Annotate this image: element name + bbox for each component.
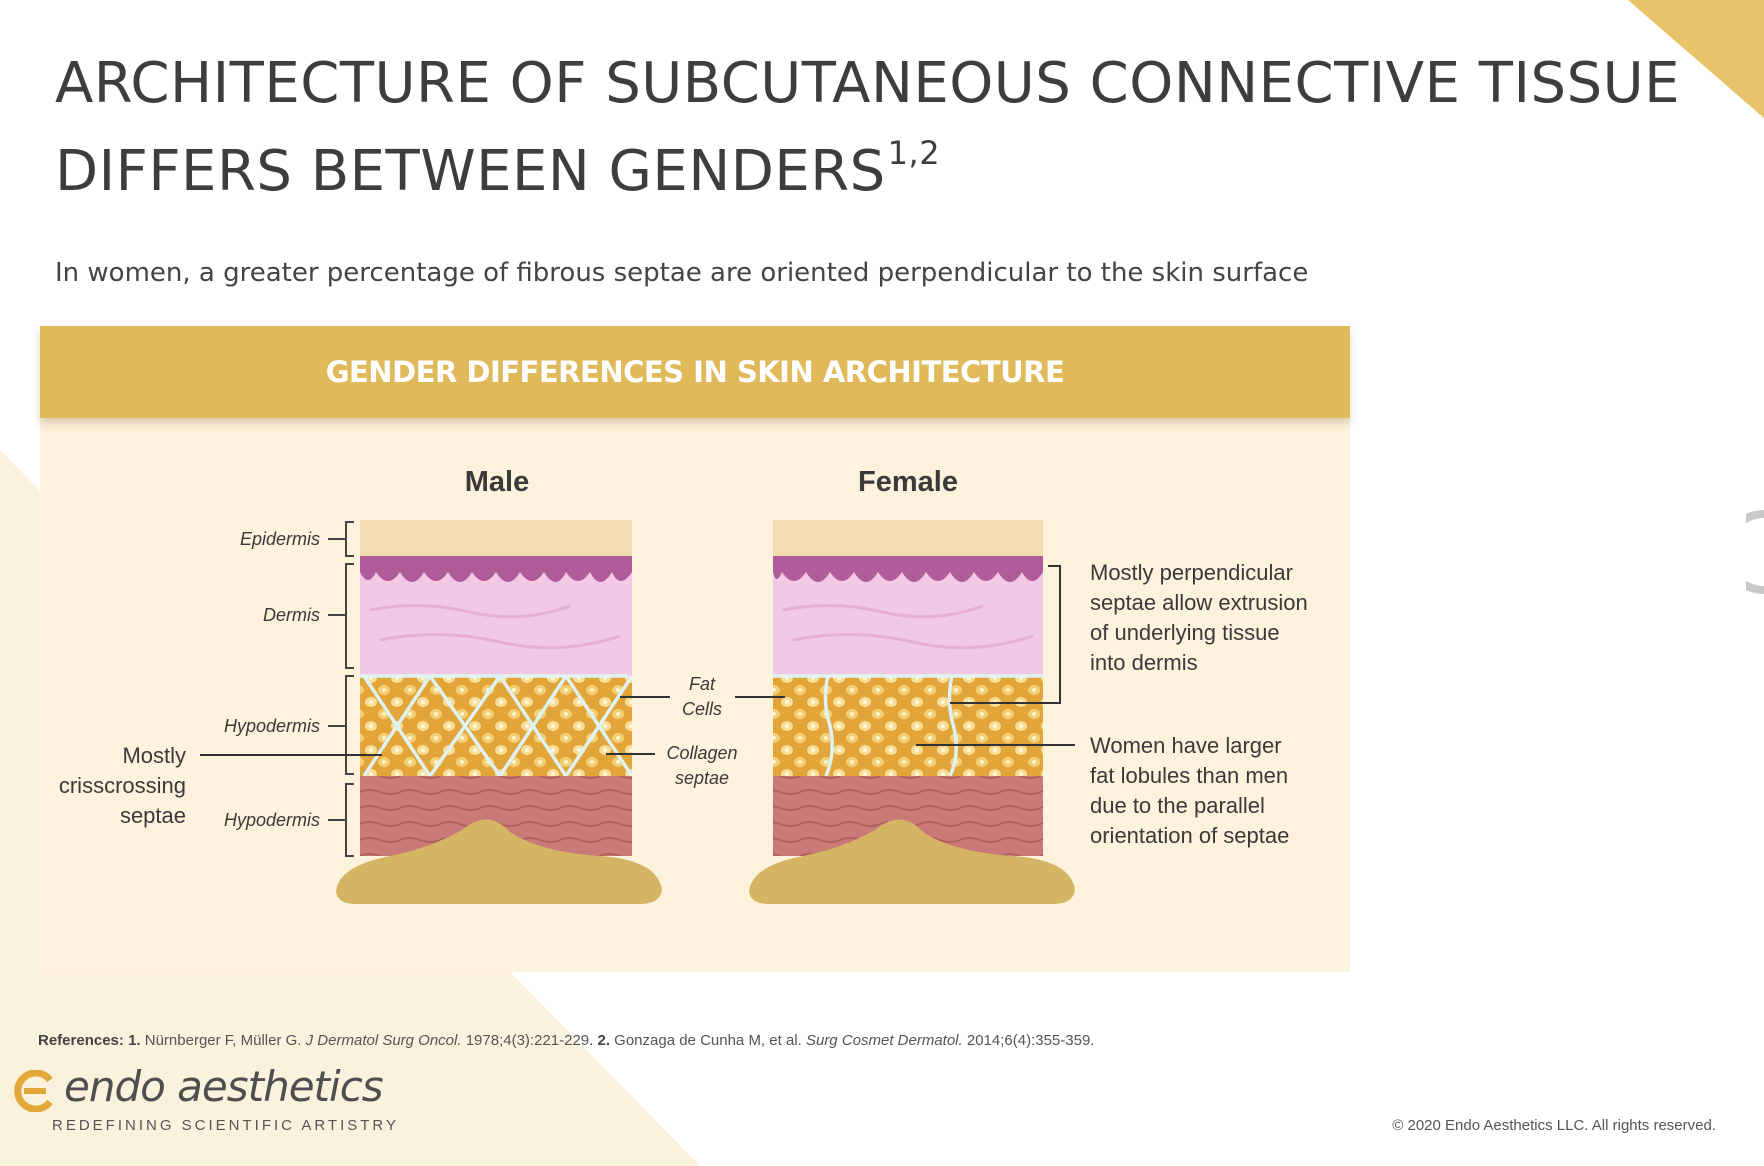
male-collagen-septae — [360, 674, 632, 778]
copyright-notice: © 2020 Endo Aesthetics LLC. All rights r… — [1392, 1117, 1716, 1134]
fat-cells-label-line2: Cells — [682, 699, 722, 719]
ref2-authors: Gonzaga de Cunha M, et al. — [614, 1032, 802, 1049]
male-fat-layer — [360, 676, 632, 776]
scroll-handle[interactable] — [1746, 510, 1764, 594]
female-note1-line2: septae allow extrusion — [1090, 590, 1308, 615]
male-note-line3: septae — [120, 803, 186, 828]
female-fat-layer — [773, 676, 1043, 776]
female-note2-line3: due to the parallel — [1090, 793, 1265, 818]
ref2-details: 2014;6(4):355-359. — [966, 1032, 1095, 1049]
brand-tagline: REDEFINING SCIENTIFIC ARTISTRY — [52, 1117, 399, 1134]
female-collagen-septae — [773, 674, 1043, 777]
slide-title: ARCHITECTURE OF SUBCUTANEOUS CONNECTIVE … — [55, 40, 1680, 223]
title-line-1: ARCHITECTURE OF SUBCUTANEOUS CONNECTIVE … — [55, 51, 1680, 116]
corner-triangle-top-right — [1628, 0, 1764, 118]
male-epidermis — [360, 520, 632, 556]
female-skin-block — [749, 520, 1075, 904]
female-base — [749, 819, 1075, 904]
hypodermis-label-upper: Hypodermis — [224, 716, 320, 736]
female-note1-line1: Mostly perpendicular — [1090, 560, 1293, 585]
male-note-line1: Mostly — [122, 743, 186, 768]
title-superscript: 1,2 — [887, 134, 941, 172]
female-dermis-papillae — [773, 556, 1043, 582]
female-epidermis — [773, 520, 1043, 556]
hypodermis-label-lower: Hypodermis — [224, 810, 320, 830]
layer-brackets — [328, 521, 354, 857]
title-line-2: DIFFERS BETWEEN GENDERS1,2 — [55, 128, 1615, 223]
ref1-details: 1978;4(3):221-229. — [465, 1032, 594, 1049]
collagen-septae-label-line2: septae — [675, 768, 729, 788]
logo-mark-icon — [14, 1070, 53, 1112]
skin-architecture-panel: GENDER DIFFERENCES IN SKIN ARCHITECTURE — [40, 326, 1350, 972]
references-heading: References: — [38, 1032, 124, 1049]
male-skin-block — [336, 520, 662, 904]
fat-cells-label-line1: Fat — [689, 674, 716, 694]
female-note1-line3: of underlying tissue — [1090, 620, 1280, 645]
epidermis-label: Epidermis — [240, 529, 320, 549]
female-note2-line2: fat lobules than men — [1090, 763, 1288, 788]
panel-header-text: GENDER DIFFERENCES IN SKIN ARCHITECTURE — [325, 355, 1065, 389]
ref1-authors: Nürnberger F, Müller G. — [144, 1032, 302, 1049]
female-note2-line1: Women have larger — [1090, 733, 1282, 758]
collagen-septae-label-line1: Collagen — [666, 743, 737, 763]
leader-lines — [200, 696, 785, 756]
ref1-number: 1. — [128, 1032, 141, 1049]
female-label: Female — [858, 466, 958, 498]
male-note-line2: crisscrossing — [59, 773, 186, 798]
female-note1-line4: into dermis — [1090, 650, 1198, 675]
female-bracket-lines — [916, 565, 1075, 746]
dermis-label: Dermis — [263, 605, 320, 625]
ref2-journal: Surg Cosmet Dermatol. — [805, 1032, 963, 1049]
female-note2-line4: orientation of septae — [1090, 823, 1289, 848]
male-base — [336, 819, 662, 904]
brand-name: endo aesthetics — [64, 1062, 384, 1111]
male-label: Male — [465, 466, 529, 498]
ref1-journal: J Dermatol Surg Oncol. — [305, 1032, 462, 1049]
title-line-2-text: DIFFERS BETWEEN GENDERS — [55, 139, 886, 204]
slide-subtitle: In women, a greater percentage of fibrou… — [55, 258, 1309, 288]
references: References: 1. Nürnberger F, Müller G. J… — [38, 1032, 1094, 1049]
ref2-number: 2. — [597, 1032, 610, 1049]
panel-header: GENDER DIFFERENCES IN SKIN ARCHITECTURE — [40, 326, 1350, 418]
male-dermis-papillae — [360, 556, 632, 582]
